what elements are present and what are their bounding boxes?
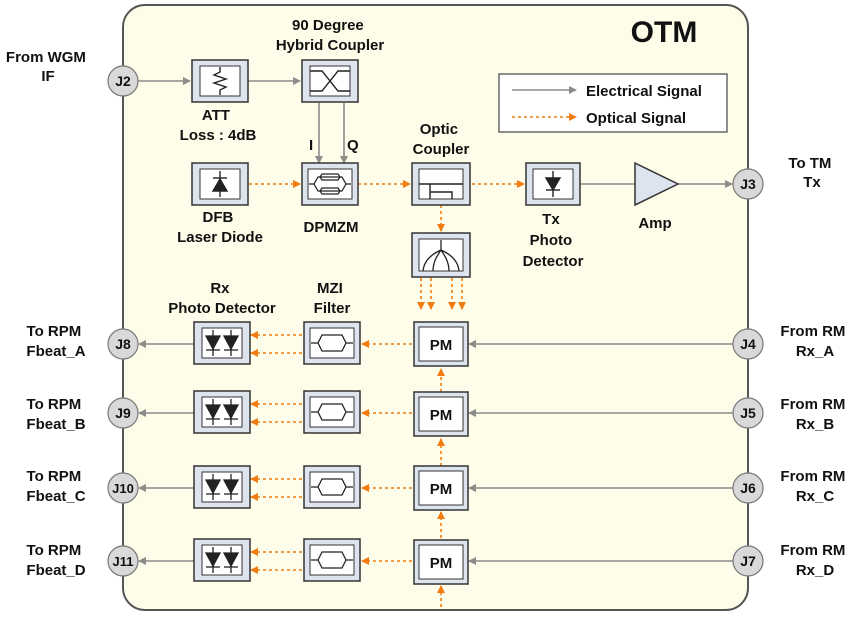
rx-photo-detector-label: Rx Photo Detector [168, 280, 276, 317]
connector-j4-label: J4 [740, 336, 756, 352]
dfb-laser-block [191, 162, 249, 206]
mzi-filter-a [303, 321, 361, 365]
dpmzm-icon [309, 173, 351, 195]
pm-d-label: PM [430, 555, 453, 572]
i-label: I [309, 137, 313, 154]
pm-c-label: PM [430, 481, 453, 498]
connector-labels: J2 J3 J4 J5 J6 J7 J8 J9 J10 J11 [112, 73, 756, 569]
connector-j2-label: J2 [115, 73, 131, 89]
mzi-icon [311, 403, 353, 421]
pm-b: PM [413, 391, 469, 437]
label-to-rpm-b: To RPM Fbeat_B [26, 396, 85, 433]
splitter-icon [422, 240, 460, 272]
optic-coupler-block [411, 162, 471, 206]
rx-pd-b [193, 390, 251, 434]
rx-pd-c [193, 465, 251, 509]
connector-j5 [732, 397, 764, 429]
connector-j9 [107, 397, 139, 429]
pm-d: PM [413, 539, 469, 585]
label-to-rpm-a: To RPM Fbeat_A [26, 323, 85, 360]
legend-electrical-label: Electrical Signal [586, 83, 702, 100]
mzi-icon [311, 478, 353, 496]
photodiode-icon [544, 171, 562, 197]
tx-photo-detector-block [525, 162, 581, 206]
rx-pd-a [193, 321, 251, 365]
connector-j5-label: J5 [740, 405, 756, 421]
rx-pd-d [193, 538, 251, 582]
connector-j9-label: J9 [115, 405, 131, 421]
connector-j8-label: J8 [115, 336, 131, 352]
label-from-rm-b: From RM Rx_B [780, 396, 849, 433]
pm-a-label: PM [430, 337, 453, 354]
label-from-rm-a: From RM Rx_A [780, 323, 849, 360]
q-label: Q [347, 137, 359, 154]
hybrid-coupler-label: 90 Degree Hybrid Coupler [276, 17, 385, 54]
connector-j6-label: J6 [740, 480, 756, 496]
dual-photodiode-icon [204, 474, 240, 500]
amp-label: Amp [638, 215, 671, 232]
optic-coupler-label: Optic Coupler [413, 121, 470, 158]
otm-title: OTM [631, 16, 698, 49]
pm-b-label: PM [430, 407, 453, 424]
att-label: ATT Loss : 4dB [180, 107, 257, 144]
legend: Electrical Signal Optical Signal [498, 73, 728, 133]
electrical-links [138, 77, 745, 565]
connectors [107, 65, 764, 577]
mzi-icon [311, 334, 353, 352]
mzi-filter-d [303, 538, 361, 582]
dfb-label: DFB Laser Diode [177, 209, 263, 246]
optic-coupler-icon [419, 183, 463, 199]
connector-j11 [107, 545, 139, 577]
pm-c: PM [413, 465, 469, 511]
resistor-icon [211, 67, 229, 95]
pm-a: PM [413, 321, 469, 367]
mzi-filter-label: MZI Filter [314, 280, 351, 317]
dual-photodiode-icon [204, 330, 240, 356]
laser-diode-icon [211, 171, 229, 197]
mzi-icon [311, 551, 353, 569]
connector-j8 [107, 328, 139, 360]
hybrid-coupler-block [301, 59, 359, 103]
dpmzm-block [301, 162, 359, 206]
connector-j11-label: J11 [113, 554, 134, 569]
connector-j6 [732, 472, 764, 504]
amp-triangle [634, 161, 680, 207]
connector-j10 [107, 472, 139, 504]
dual-photodiode-icon [204, 547, 240, 573]
dual-photodiode-icon [204, 399, 240, 425]
connector-j3-label: J3 [740, 176, 756, 192]
connector-j2 [107, 65, 139, 97]
label-from-wgm: From WGM IF [6, 49, 90, 85]
label-from-rm-c: From RM Rx_C [780, 468, 849, 505]
connector-j3 [732, 168, 764, 200]
label-to-rpm-d: To RPM Fbeat_D [26, 542, 85, 579]
tx-photo-detector-label: Tx Photo Detector [523, 211, 584, 270]
optical-splitter-block [411, 232, 471, 278]
label-to-rpm-c: To RPM Fbeat_C [26, 468, 85, 505]
connector-j7 [732, 545, 764, 577]
connector-j4 [732, 328, 764, 360]
att-block [191, 59, 249, 103]
connector-j7-label: J7 [740, 553, 756, 569]
otm-panel [122, 4, 749, 611]
label-to-tm: To TM Tx [788, 155, 835, 191]
label-from-rm-d: From RM Rx_D [780, 542, 849, 579]
legend-optical-label: Optical Signal [586, 110, 686, 127]
mzi-filter-c [303, 465, 361, 509]
mzi-filter-b [303, 390, 361, 434]
connector-j10-label: J10 [112, 481, 134, 496]
optical-links [249, 180, 525, 607]
hybrid-coupler-icon [310, 70, 350, 92]
dpmzm-label: DPMZM [304, 219, 359, 236]
